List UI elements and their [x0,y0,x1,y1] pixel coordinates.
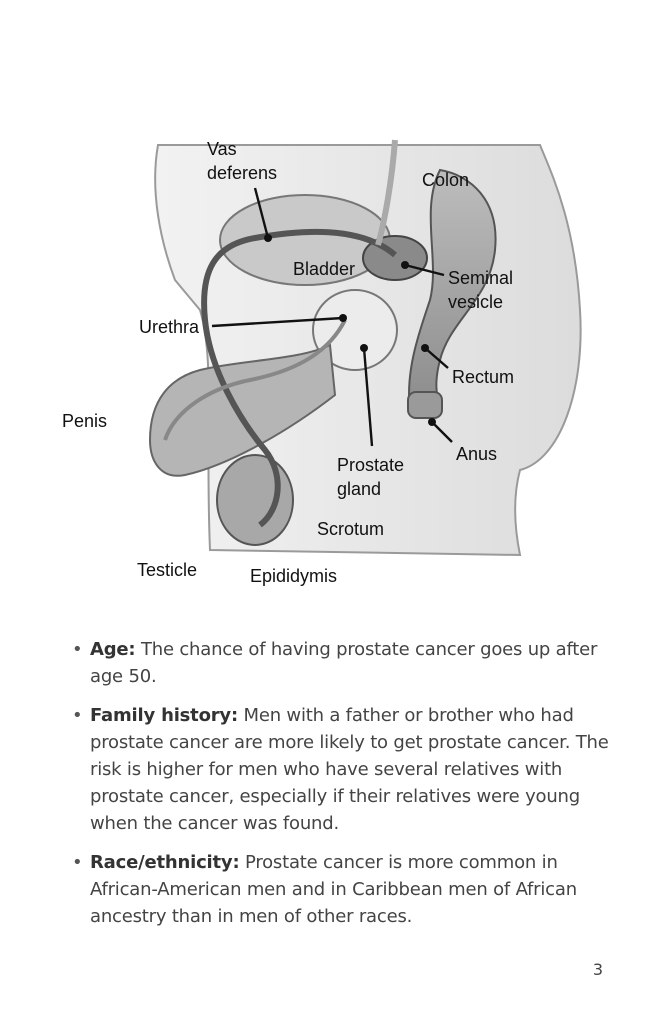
testicle-shape [216,454,294,546]
risk-factor-term: Family history: [90,705,238,726]
label-anus: Anus [456,444,497,464]
label-prostate-gland-1: Prostate [337,455,404,475]
list-item: • Family history: Men with a father or b… [70,702,615,837]
risk-factor-text: Men with a father or brother who had pro… [90,705,609,834]
vas-deferens-pointer [264,234,272,242]
list-item: • Age: The chance of having prostate can… [70,636,615,690]
seminal-vesicle-leader [404,263,445,277]
label-seminal-vesicle-2: vesicle [448,292,503,312]
bullet-icon: • [72,639,83,660]
risk-factor-term: Race/ethnicity: [90,852,240,873]
label-testicle: Testicle [137,560,197,580]
list-item: • Race/ethnicity: Prostate cancer is mor… [70,849,615,930]
label-vas-deferens-2: deferens [207,163,277,183]
vas-deferens-leader [253,187,270,239]
prostate-shape [312,289,398,371]
page-number: 3 [592,960,603,979]
risk-factor-text: Prostate cancer is more common in Africa… [90,852,577,927]
risk-factor-term: Age: [90,639,136,660]
anatomy-illustration: Vas deferens Colon Bladder Seminal vesic… [0,130,663,600]
ureter-tube [375,139,398,246]
label-epididymis: Epididymis [250,566,337,586]
urethra-tube [163,319,347,441]
label-seminal-vesicle-1: Seminal [448,268,513,288]
urethra-leader [211,316,344,328]
rectum-leader [424,347,449,369]
label-vas-deferens-1: Vas [207,139,237,159]
label-scrotum: Scrotum [317,519,384,539]
label-rectum: Rectum [452,367,514,387]
bullet-icon: • [72,852,83,873]
vas-deferens-tube [201,228,397,528]
urethra-pointer [339,314,347,322]
label-prostate-gland-2: gland [337,479,381,499]
prostate-leader [362,347,374,447]
label-bladder: Bladder [293,259,355,279]
label-penis: Penis [62,411,107,431]
risk-factor-list: • Age: The chance of having prostate can… [70,636,615,942]
anus-pointer [428,418,436,426]
prostate-pointer [360,344,368,352]
label-urethra: Urethra [139,317,200,337]
label-colon: Colon [422,170,469,190]
male-pelvis-diagram: Vas deferens Colon Bladder Seminal vesic… [62,139,582,586]
bullet-icon: • [72,705,83,726]
rectum-pointer [421,344,429,352]
anus-leader [431,421,453,443]
risk-factor-text: The chance of having prostate cancer goe… [90,639,598,687]
seminal-vesicle-pointer [401,261,409,269]
anal-canal-shape [407,391,443,419]
